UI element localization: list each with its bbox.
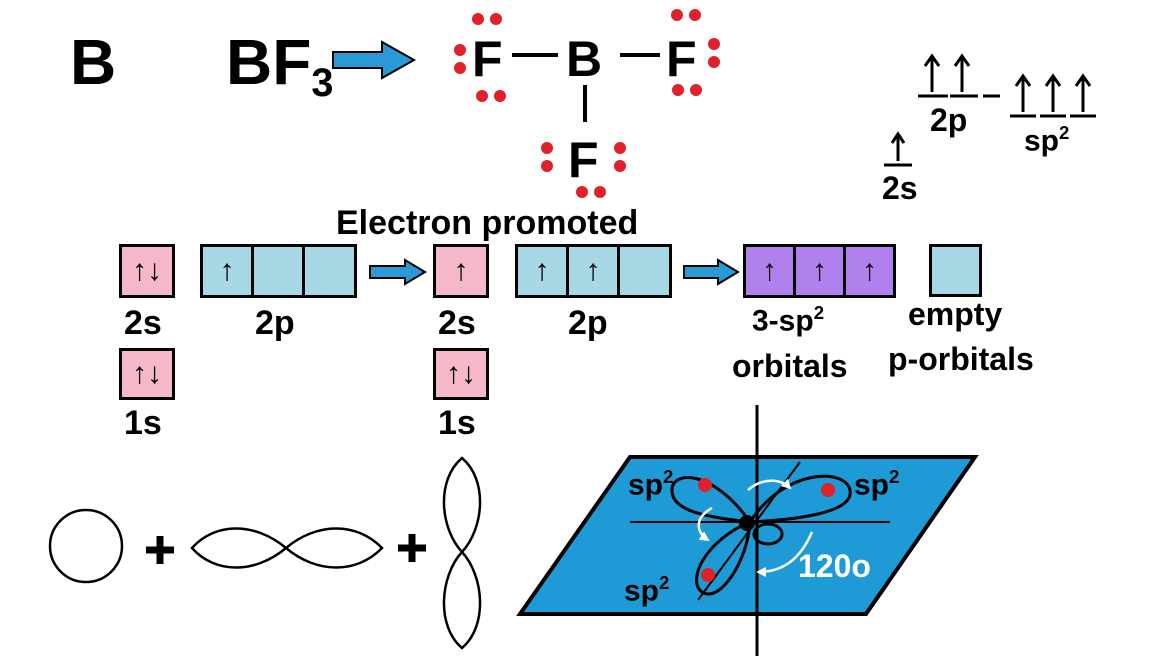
excited-2s-electron: ↑: [453, 254, 469, 287]
ground-label-2s: 2s: [124, 304, 162, 342]
formula-subscript: 3: [311, 60, 334, 105]
promotion-arrows: [369, 258, 740, 286]
sp2-orbital-box: ↑ ↑ ↑: [743, 244, 896, 298]
electron-promoted-heading: Electron promoted: [336, 204, 639, 242]
empty-label-line2: p-orbitals: [888, 341, 1034, 377]
energy-label-2p: 2p: [930, 102, 968, 138]
ground-2s-box: ↑↓: [119, 244, 175, 298]
excited-2p-cell-2: ↑: [569, 247, 620, 295]
lewis-bonds: [512, 53, 660, 122]
ground-1s-electrons: ↑↓: [132, 357, 162, 390]
bond-angle-label: 120o: [798, 548, 871, 584]
energy-level-diagram: [884, 53, 1096, 167]
excited-2p-box: ↑ ↑: [515, 244, 672, 298]
excited-1s-electrons: ↑↓: [446, 357, 476, 390]
ground-1s-box: ↑↓: [119, 348, 175, 400]
lewis-f-right: F: [666, 31, 697, 87]
excited-1s-box: ↑↓: [433, 348, 489, 400]
plane-sp2-label-bottom: sp2: [624, 572, 670, 608]
plus-signs: [146, 534, 426, 564]
lewis-b-center: B: [566, 31, 603, 87]
lone-pair-dots: [454, 9, 720, 198]
reaction-arrow: [332, 40, 417, 80]
excited-2p-cell-1: ↑: [518, 247, 569, 295]
hybrid-label-line1: 3-sp2: [752, 302, 825, 338]
sp2-cell-2: ↑: [796, 247, 846, 295]
excited-label-1s: 1s: [438, 404, 476, 442]
lewis-f-left: F: [472, 31, 503, 87]
orbital-shapes: [48, 456, 482, 650]
sp2-cell-3: ↑: [862, 254, 877, 287]
energy-label-2s: 2s: [882, 170, 918, 206]
sp2-plane: [516, 405, 979, 656]
excited-label-2s: 2s: [438, 304, 476, 342]
formula-main: BF: [226, 26, 312, 98]
ground-2p-cell-1: ↑: [203, 247, 254, 295]
excited-2s-box: ↑: [433, 244, 489, 298]
sp2-cell-1: ↑: [746, 247, 796, 295]
empty-p-orbital-box: [929, 244, 982, 297]
ground-2p-cell-2: [254, 247, 305, 295]
ground-label-1s: 1s: [124, 404, 162, 442]
ground-2s-electrons: ↑↓: [132, 254, 162, 287]
bf3-formula: BF3: [226, 30, 333, 104]
lewis-f-bottom: F: [568, 132, 599, 188]
energy-label-sp2: sp2: [1024, 122, 1070, 158]
plane-sp2-label-left: sp2: [628, 466, 674, 502]
plane-sp2-label-right: sp2: [854, 466, 900, 502]
ground-label-2p: 2p: [255, 304, 295, 342]
ground-2p-box: ↑: [200, 244, 357, 298]
excited-label-2p: 2p: [568, 304, 608, 342]
element-symbol: B: [70, 26, 117, 98]
empty-label-line1: empty: [908, 296, 1003, 332]
hybrid-label-line2: orbitals: [732, 348, 848, 384]
